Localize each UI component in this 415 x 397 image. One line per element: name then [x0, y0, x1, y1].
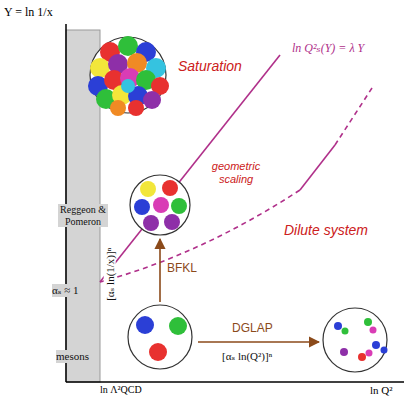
dilute-hadron [153, 197, 169, 213]
proton-high-resolution [372, 341, 380, 349]
axes [66, 24, 404, 382]
proton-high-resolution [342, 328, 349, 335]
resummation-label: [αₛ ln(1/x)]ⁿ [104, 234, 117, 314]
dilute-hadron [164, 214, 180, 230]
saturation-line-label: ln Q²ₛ(Y) = λ Y [292, 42, 364, 56]
proton-low-energy [169, 317, 187, 335]
saturated-hadron [121, 79, 135, 93]
proton-low-energy [149, 343, 167, 361]
band-label: mesons [56, 350, 89, 363]
dilute-hadron [130, 175, 190, 235]
axes [66, 381, 404, 383]
evolution-label: DGLAP [232, 322, 273, 336]
scaling-curves [300, 145, 335, 190]
axis-tick-label: ln Λ²QCD [100, 384, 142, 395]
evolution-label: BFKL [167, 262, 197, 276]
dilute-hadron [162, 180, 178, 196]
saturated-hadron [143, 91, 161, 109]
proton-low-energy [136, 316, 154, 334]
saturated-hadron [90, 37, 166, 113]
evolution-arrows [159, 239, 161, 302]
region-label: geometric scaling [205, 160, 267, 185]
resummation-label: [αₛ ln(Q²)]ⁿ [222, 350, 272, 363]
dilute-hadron [140, 181, 156, 197]
proton-low-energy [128, 305, 192, 369]
scaling-curves [335, 88, 372, 145]
proton-high-resolution [366, 350, 373, 357]
region-label: Dilute system [284, 222, 368, 238]
proton-high-resolution [364, 318, 372, 326]
evolution-arrows [198, 341, 319, 343]
proton-high-resolution [370, 327, 377, 334]
region-label: Saturation [178, 58, 242, 74]
proton-high-resolution [358, 353, 366, 361]
proton-high-resolution [323, 308, 388, 372]
coupling-label: αₛ ≈ 1 [52, 284, 79, 297]
proton-high-resolution [323, 308, 387, 372]
dilute-hadron [171, 198, 187, 214]
resummation-label: [αₛ ln(1/x)]ⁿ [104, 248, 116, 301]
band-label: Reggeon & Pomeron [58, 204, 108, 227]
saturated-hadron [88, 36, 169, 116]
axis-label: ln Q² [370, 384, 393, 396]
scaling-curves [100, 55, 372, 282]
scaling-curves [100, 55, 280, 282]
saturated-hadron [128, 100, 144, 116]
proton-high-resolution [340, 348, 348, 356]
axis-label: Y = ln 1/x [4, 6, 53, 20]
evolution-arrows [160, 239, 319, 342]
dilute-hadron [134, 199, 150, 215]
dilute-hadron [143, 215, 159, 231]
axes [65, 24, 67, 382]
proton-high-resolution [334, 322, 342, 330]
proton-high-resolution [381, 347, 388, 354]
dilute-hadron [130, 175, 190, 235]
proton-low-energy [128, 305, 192, 369]
saturated-hadron [118, 36, 138, 56]
saturated-hadron [110, 100, 126, 116]
